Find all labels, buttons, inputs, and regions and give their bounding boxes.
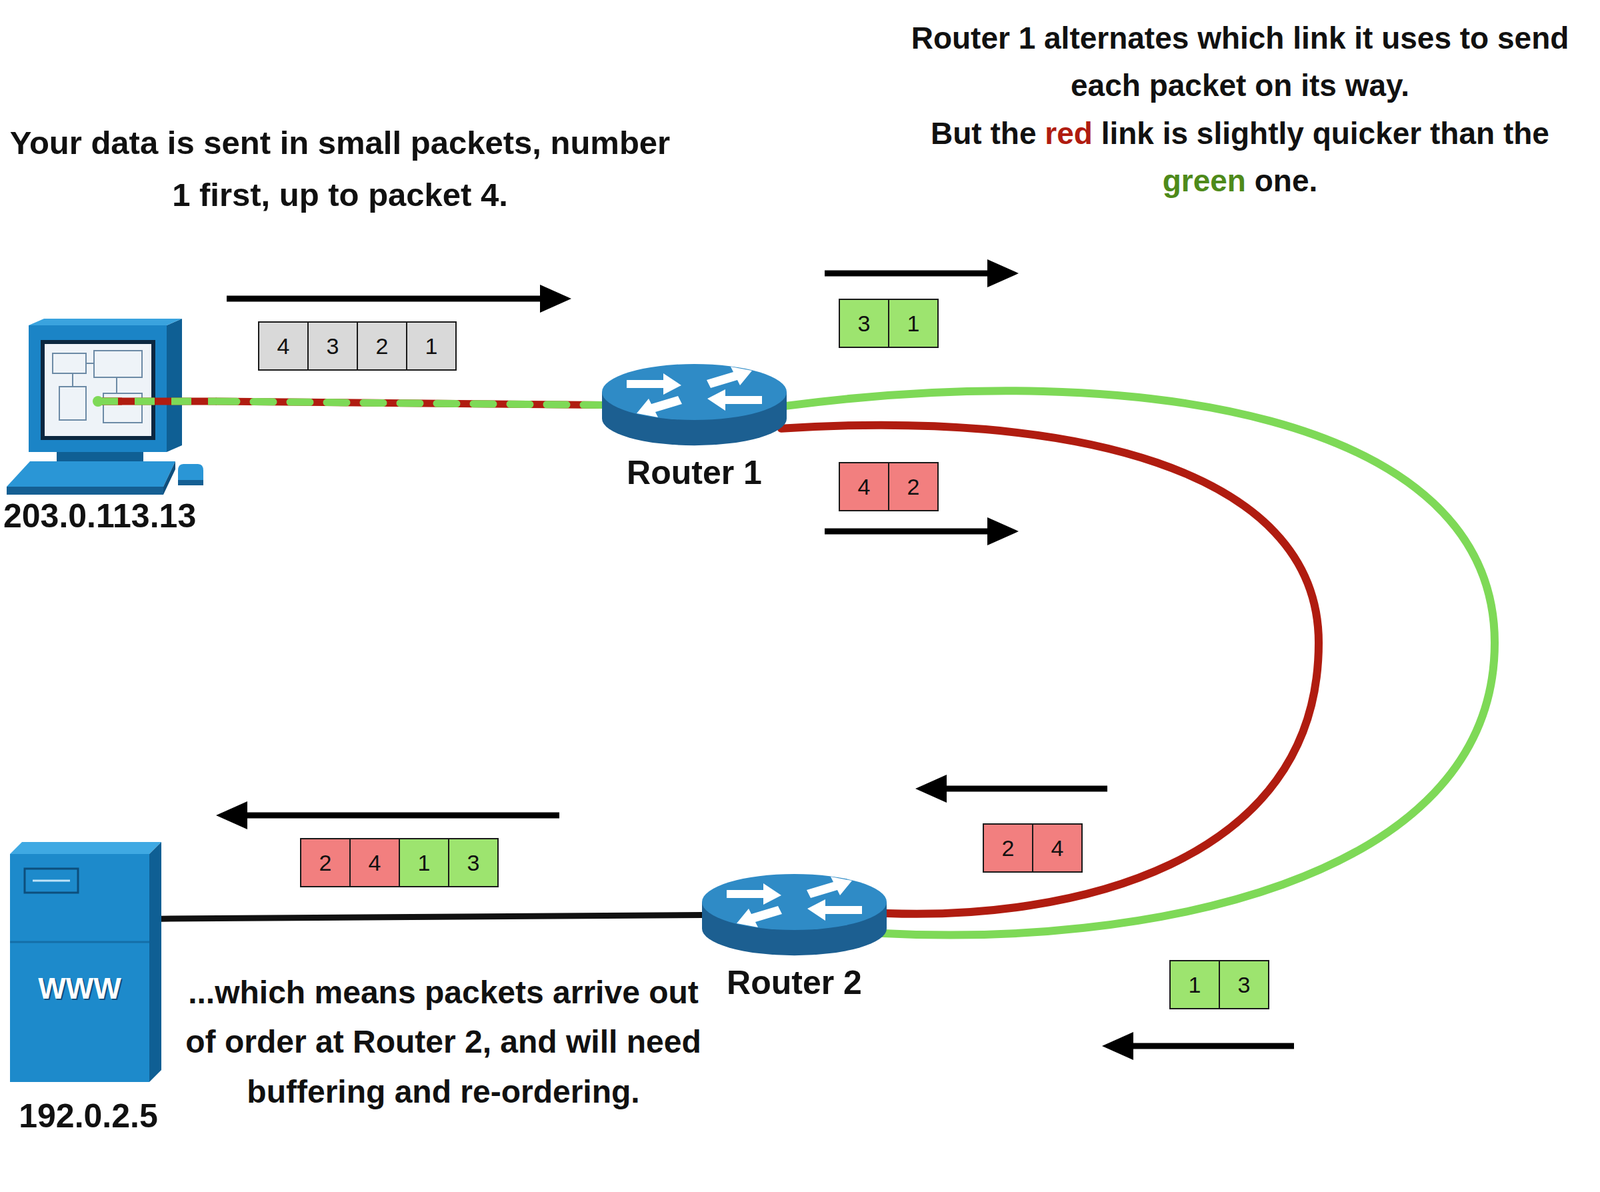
- packet-box: 2: [888, 462, 939, 512]
- packet-number: 3: [1238, 972, 1251, 998]
- server-icon: WWW: [10, 842, 162, 1082]
- link-stroke: [216, 401, 602, 406]
- packet-number: 2: [319, 850, 332, 876]
- packet-number: 3: [858, 310, 871, 337]
- packet-number: 2: [907, 474, 920, 500]
- router-icon: [600, 360, 789, 447]
- router-node: Router 2: [700, 870, 889, 1002]
- packet-box: 2: [982, 823, 1034, 873]
- packet-number: 1: [425, 333, 438, 360]
- computer-node: 203.0.113.13: [3, 313, 230, 536]
- note-text: But the red link is slightly quicker tha…: [886, 110, 1594, 206]
- packet-box: 4: [838, 462, 890, 512]
- packet-box: 4: [1032, 823, 1083, 873]
- link-stroke: [781, 425, 1319, 914]
- packet-box: 1: [888, 298, 939, 348]
- packet-box: 2: [356, 321, 408, 371]
- packet-number: 1: [1188, 972, 1202, 998]
- link-line: [781, 425, 1319, 914]
- link-line: [786, 390, 1495, 935]
- packet-number: 1: [418, 850, 431, 876]
- packet-box: 3: [448, 838, 499, 888]
- router-icon: [700, 870, 889, 957]
- packet-box: 3: [307, 321, 358, 371]
- device-label: Router 2: [700, 963, 889, 1002]
- packet-number: 4: [1051, 835, 1064, 862]
- device-label: 203.0.113.13: [3, 496, 230, 536]
- server-text: WWW: [10, 974, 150, 1004]
- packet-box: 3: [838, 298, 890, 348]
- router-node: Router 1: [600, 360, 789, 492]
- device-label: Router 1: [600, 453, 789, 492]
- packet-number: 2: [1002, 835, 1015, 862]
- packet-number: 1: [907, 310, 920, 337]
- note-text: Your data is sent in small packets, numb…: [6, 116, 674, 222]
- link-stroke: [161, 915, 702, 920]
- packet-box: 1: [398, 838, 450, 888]
- link-line: [216, 401, 602, 406]
- packet-number: 4: [277, 333, 290, 360]
- packet-box: 2: [300, 838, 351, 888]
- flow-arrows: [216, 259, 1294, 1060]
- link-stroke: [216, 401, 602, 406]
- computer-icon: [3, 313, 217, 497]
- packet-box: 4: [349, 838, 400, 888]
- packet-number: 4: [368, 850, 382, 876]
- packet-number: 2: [376, 333, 389, 360]
- packet-box: 4: [258, 321, 309, 371]
- packet-box: 1: [1169, 960, 1220, 1010]
- packet-box: 3: [1218, 960, 1270, 1010]
- link-stroke: [786, 390, 1495, 935]
- device-label: 192.0.2.5: [10, 1096, 167, 1136]
- packet-number: 4: [858, 474, 871, 500]
- server-node: WWW 192.0.2.5: [10, 842, 167, 1136]
- packet-number: 3: [326, 333, 340, 360]
- note-text: ...which means packets arrive out of ord…: [176, 968, 710, 1117]
- packet-number: 3: [467, 850, 480, 876]
- link-line: [161, 915, 702, 920]
- packet-box: 1: [406, 321, 457, 371]
- note-text: Router 1 alternates which link it uses t…: [886, 14, 1594, 110]
